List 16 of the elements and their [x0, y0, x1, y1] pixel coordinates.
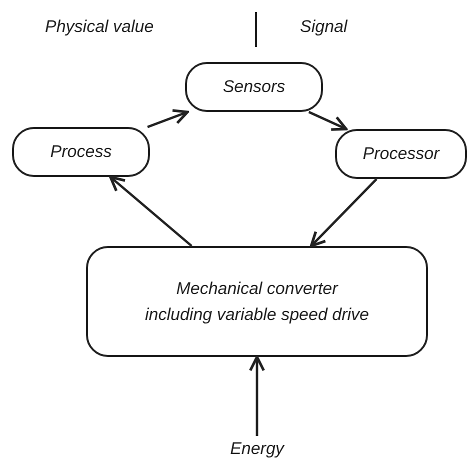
box-label: Mechanical converter including variable speed drive — [144, 278, 370, 326]
annotation-text: Signal — [300, 16, 348, 38]
process-box — [335, 129, 467, 179]
process-box — [86, 246, 428, 357]
box-label: Process — [50, 141, 112, 164]
node-label: Energy — [230, 438, 284, 460]
arrow — [147, 109, 189, 128]
box-label: Sensors — [222, 76, 286, 98]
arrow — [310, 178, 378, 248]
process-box — [12, 127, 150, 177]
arrow — [308, 110, 348, 131]
box-label: Processor — [362, 143, 440, 166]
annotation-text: Physical value — [45, 16, 154, 38]
process-box — [185, 62, 323, 112]
arrow — [248, 356, 266, 436]
arrow — [109, 176, 192, 247]
